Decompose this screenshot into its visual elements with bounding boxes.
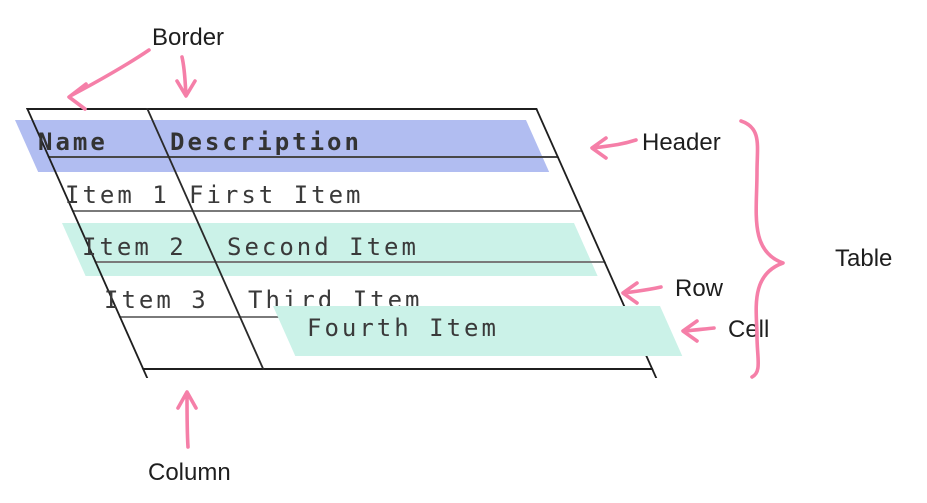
label-row: Row	[675, 275, 724, 302]
label-column: Column	[148, 459, 231, 486]
border-arrow-left-icon	[67, 48, 151, 111]
cell-item-2: Item 2	[82, 233, 187, 261]
border-arrow-down-icon	[175, 55, 197, 98]
cell-item-3: Item 3	[104, 286, 209, 314]
cell-second-item: Second Item	[227, 233, 419, 261]
header-cell-name: Name	[38, 128, 108, 156]
label-cell: Cell	[728, 316, 770, 343]
column-arrow-icon	[176, 390, 198, 449]
header-underline	[47, 156, 560, 158]
row-arrow-icon	[621, 281, 663, 305]
row-line-2	[94, 261, 606, 263]
label-table: Table	[835, 245, 893, 272]
row-line-1	[71, 210, 584, 212]
table-top-border	[26, 108, 538, 110]
label-border: Border	[152, 24, 225, 51]
header-cell-description: Description	[170, 128, 362, 156]
cell-item-1: Item 1	[65, 181, 170, 209]
header-arrow-icon	[590, 136, 638, 160]
cell-arrow-icon	[681, 319, 716, 343]
label-header: Header	[642, 129, 721, 156]
table-bottom-border	[141, 368, 654, 370]
cell-first-item: First Item	[189, 181, 364, 209]
cell-fourth-item: Fourth Item	[307, 314, 499, 342]
